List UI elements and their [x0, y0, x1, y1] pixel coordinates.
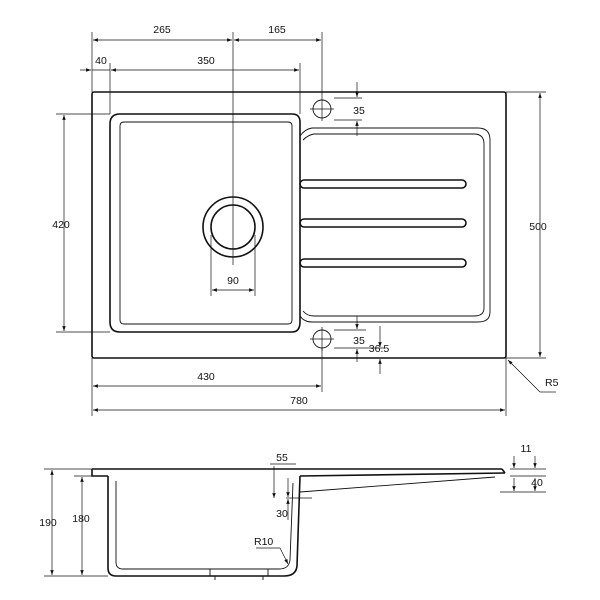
drainer-groove-1 [299, 179, 467, 189]
dim-500: 500 [506, 91, 547, 359]
dim-r10-label: R10 [254, 536, 273, 548]
dim-190: 190 [39, 468, 108, 577]
dim-780-label: 780 [290, 395, 308, 407]
dim-430: 430 [91, 348, 323, 392]
tap-hole-top [310, 97, 334, 121]
dim-265: 265 [91, 24, 232, 92]
dim-420-label: 420 [52, 219, 70, 231]
dim-40-side: 40 [500, 477, 546, 493]
bowl-section-inner [115, 481, 294, 570]
drainer-groove-3 [299, 258, 467, 268]
dim-90-label: 90 [227, 275, 239, 287]
dim-90: 90 [210, 235, 256, 296]
drainer-inner-outline [302, 133, 485, 317]
dim-11-label: 11 [521, 443, 532, 455]
dim-40-side-label: 40 [531, 477, 543, 489]
drain-fitting [209, 568, 269, 577]
dim-180-label: 180 [72, 513, 90, 525]
sink-outer-outline [91, 91, 507, 359]
dim-350-label: 350 [197, 55, 215, 67]
dim-r10: R10 [254, 536, 289, 565]
dim-40-top: 40 [80, 55, 111, 114]
bowl-section-outer [107, 475, 301, 577]
side-view: 55 30 11 40 190 [39, 443, 546, 580]
bowl-inner-outline [119, 121, 293, 325]
dim-36-5: 36.5 [358, 326, 392, 374]
dim-165-label: 165 [268, 24, 286, 36]
dim-190-label: 190 [39, 517, 57, 529]
dim-500-label: 500 [529, 221, 547, 233]
drainer-groove-2 [299, 218, 467, 228]
dim-40-top-label: 40 [95, 55, 107, 67]
bowl-outer-outline [109, 113, 301, 333]
dim-35-bottom-label: 35 [353, 335, 365, 347]
dim-350: 350 [111, 55, 301, 114]
dim-780: 780 [91, 358, 507, 416]
dim-180: 180 [72, 475, 92, 575]
dim-35-bottom: 35 [334, 316, 385, 362]
dim-30: 30 [276, 478, 312, 520]
tap-hole-bottom [310, 327, 334, 351]
dim-55-label: 55 [276, 452, 288, 464]
drainer-outline [299, 127, 491, 323]
dim-r5: R5 [507, 359, 559, 393]
dim-265-label: 265 [153, 24, 171, 36]
dim-r5-label: R5 [545, 377, 559, 389]
dim-55: 55 [270, 452, 296, 498]
top-view: 265 165 40 350 35 [52, 24, 559, 416]
dim-11: 11 [510, 443, 546, 477]
dim-430-label: 430 [197, 371, 215, 383]
dim-35-top-label: 35 [353, 105, 365, 117]
dim-35-top: 35 [334, 82, 365, 136]
dim-165: 165 [234, 24, 323, 97]
dim-36-5-label: 36.5 [369, 343, 390, 355]
dim-420: 420 [52, 113, 110, 333]
dim-30-label: 30 [276, 508, 288, 520]
